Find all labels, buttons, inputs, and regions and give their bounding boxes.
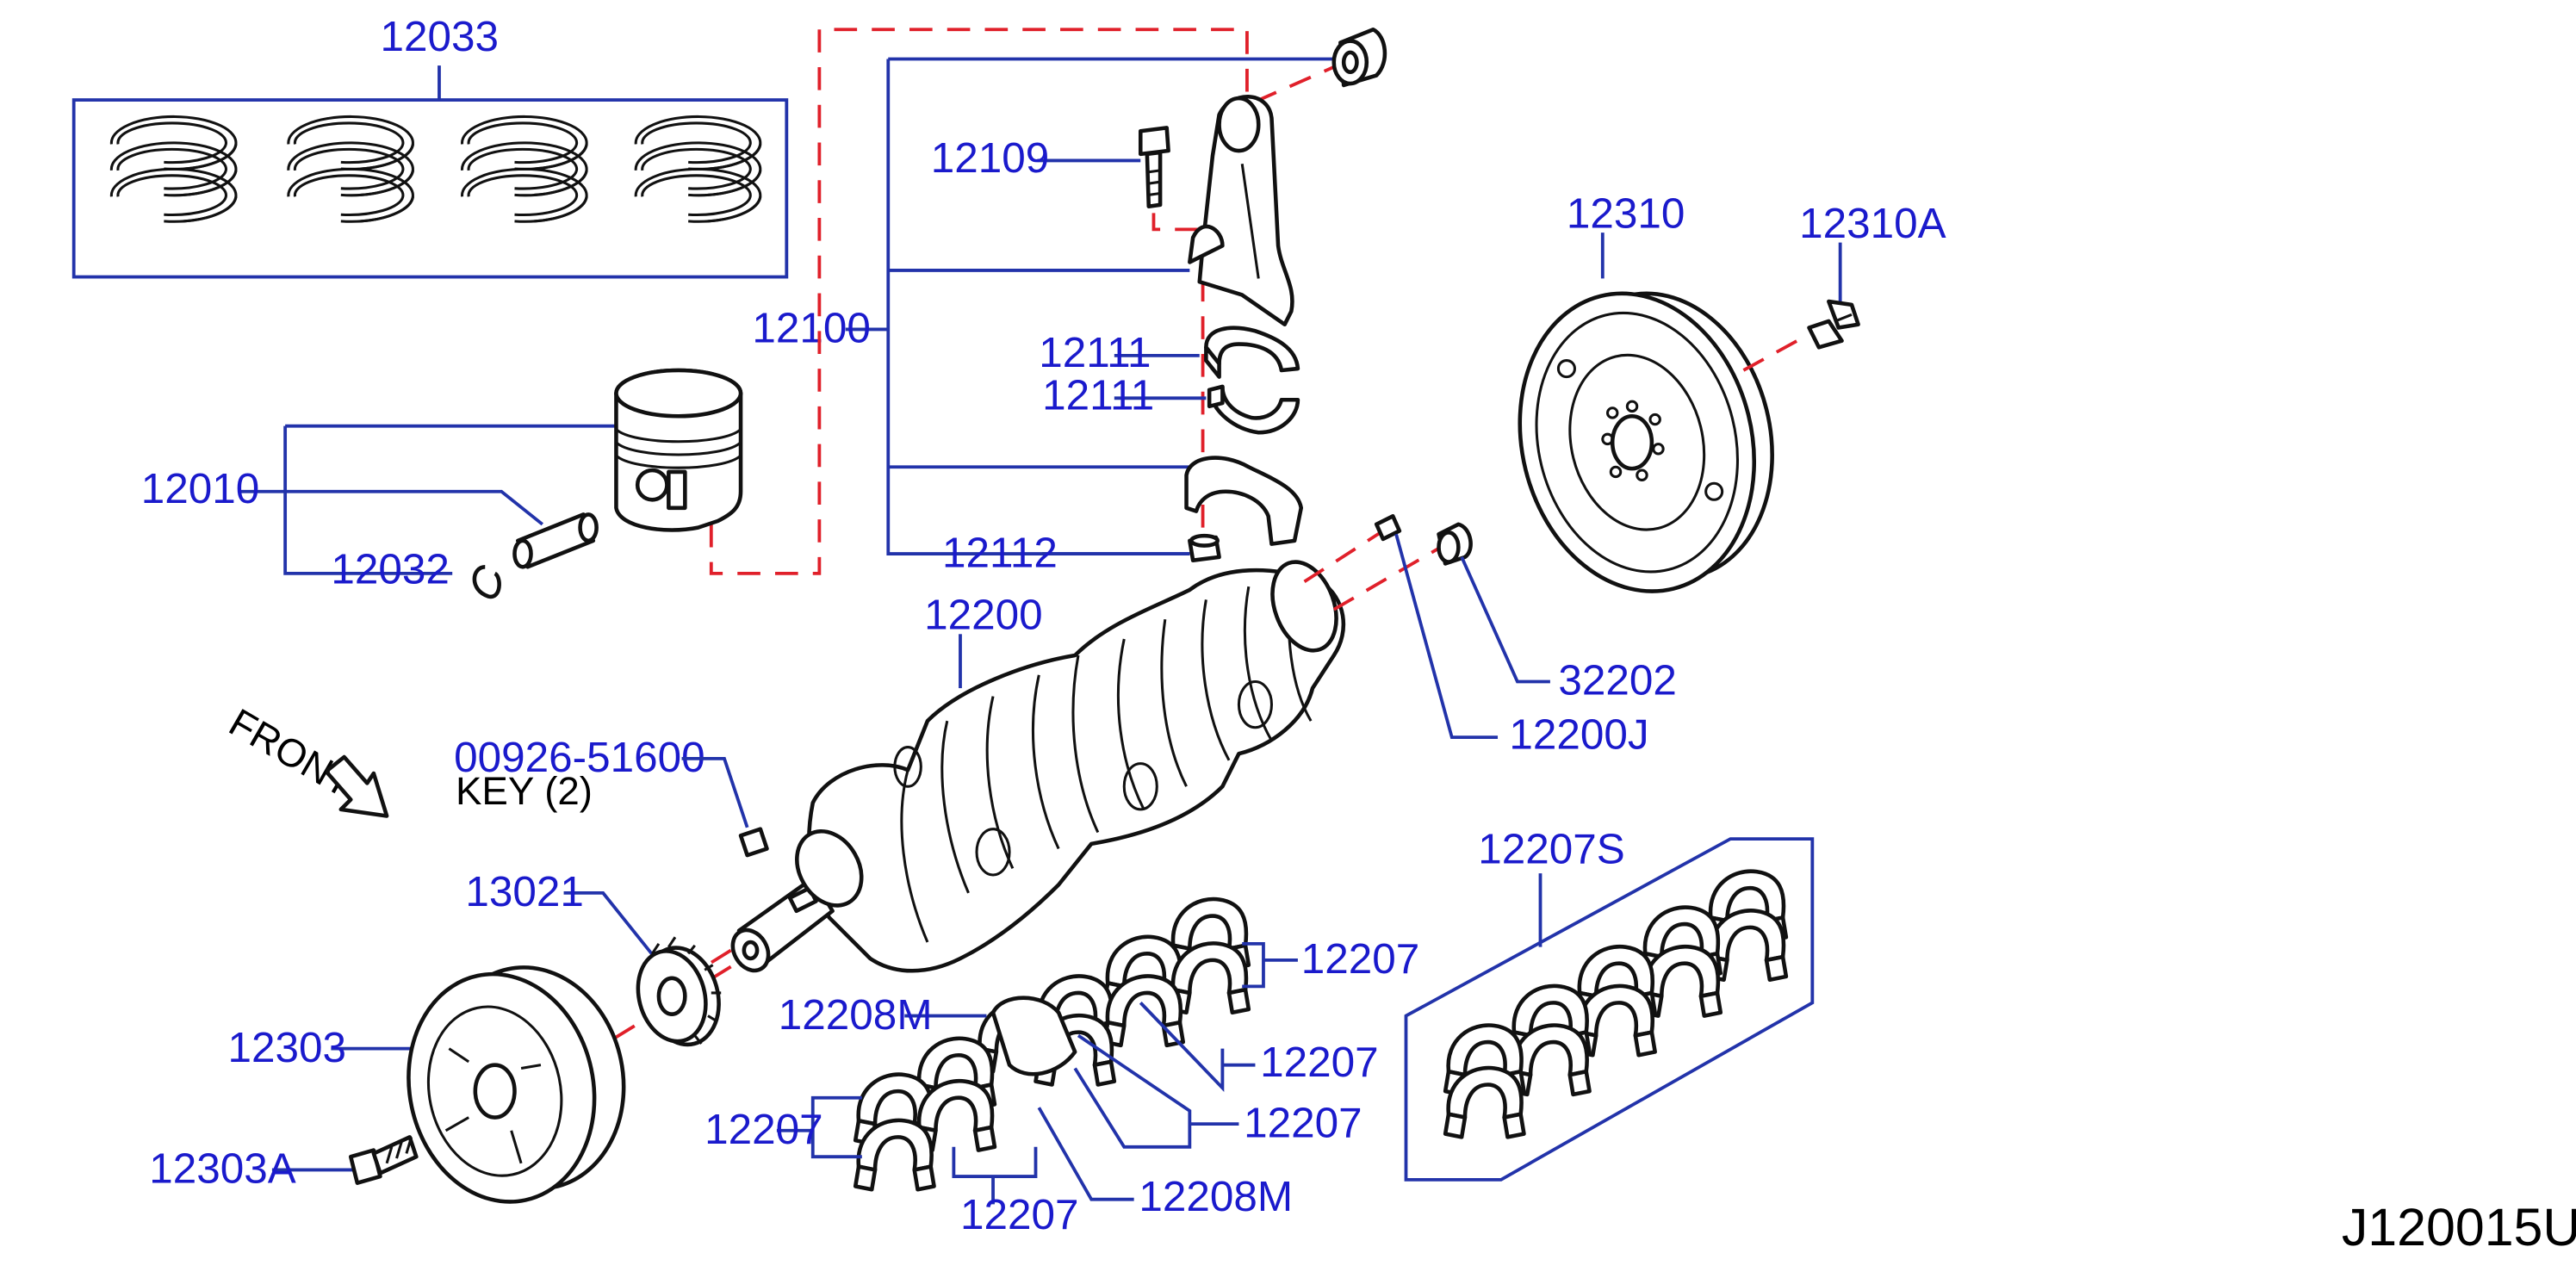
label-12207-d: 12207 (705, 1106, 823, 1153)
label-12208M-lower: 12208M (1139, 1173, 1293, 1220)
label-32202: 32202 (1558, 657, 1677, 704)
label-12109: 12109 (931, 134, 1050, 182)
label-12032: 12032 (331, 545, 450, 592)
piston-group: 12010 12032 (141, 368, 743, 599)
diagram-code: J120015U (2342, 1198, 2576, 1256)
label-12303: 12303 (228, 1024, 347, 1071)
label-12208M-upper: 12208M (779, 991, 933, 1039)
label-12112: 12112 (942, 529, 1058, 576)
flywheel-part (1518, 291, 1774, 593)
sprocket-group: 13021 (465, 868, 722, 1047)
label-12200J: 12200J (1509, 710, 1648, 758)
label-12200: 12200 (924, 592, 1043, 639)
label-12033: 12033 (380, 13, 499, 60)
connecting-rod-assembly: 12100 12109 (709, 27, 1387, 576)
sprocket-part (636, 936, 722, 1047)
label-12310A: 12310A (1799, 200, 1946, 247)
label-12207-a: 12207 (1301, 935, 1420, 983)
pulley-group: 12303 12303A (149, 965, 626, 1204)
front-arrow-icon (326, 754, 389, 818)
label-12010: 12010 (141, 465, 260, 512)
label-12207-e: 12207 (960, 1191, 1079, 1238)
label-12207S: 12207S (1478, 826, 1625, 873)
main-bearing-set-group: 12207S (1404, 826, 1815, 1182)
crankshaft-group: 12200 (500, 529, 1453, 1109)
label-key-desc: KEY (2) (456, 769, 593, 813)
crank-pulley-part (407, 965, 626, 1204)
key-group: 00926-51600 KEY (2) (454, 734, 769, 858)
label-12111-upper: 12111 (1039, 329, 1151, 376)
piston-ring-set: 12033 (71, 13, 789, 279)
piston-part (614, 368, 743, 532)
crankshaft-part (730, 560, 1346, 973)
front-indicator: FRONT (222, 700, 389, 818)
label-key-part-no: 00926-51600 (454, 734, 705, 781)
pilot-bushing-group: 32202 (1437, 522, 1677, 704)
label-12207-b: 12207 (1260, 1039, 1379, 1086)
dowel-pin-group: 12200J (1374, 514, 1649, 758)
snap-ring-part (472, 565, 501, 599)
flywheel-group: 12310 12310A (1518, 189, 1946, 593)
flywheel-bolt-part (1807, 299, 1860, 350)
label-12303A: 12303A (149, 1145, 296, 1193)
rod-bushing-part (1331, 27, 1387, 88)
label-13021: 13021 (465, 868, 584, 915)
rod-bolt-part (1138, 126, 1170, 209)
rod-cap-part (1184, 456, 1304, 546)
rod-bearing-upper-part (1204, 326, 1300, 379)
piston-pin-part (512, 512, 599, 569)
label-12207-c: 12207 (1244, 1099, 1362, 1146)
label-12100: 12100 (752, 305, 871, 352)
rod-bearing-lower-part (1207, 384, 1300, 435)
pulley-bolt-part (348, 1135, 419, 1185)
connecting-rod-part (1188, 95, 1294, 326)
rod-nut-part (1188, 533, 1221, 562)
label-12310: 12310 (1567, 189, 1685, 237)
main-bearings-group: 12207 12208M 12207 12207 12207 12207 122… (705, 899, 1419, 1238)
label-12111-lower: 12111 (1042, 372, 1154, 419)
